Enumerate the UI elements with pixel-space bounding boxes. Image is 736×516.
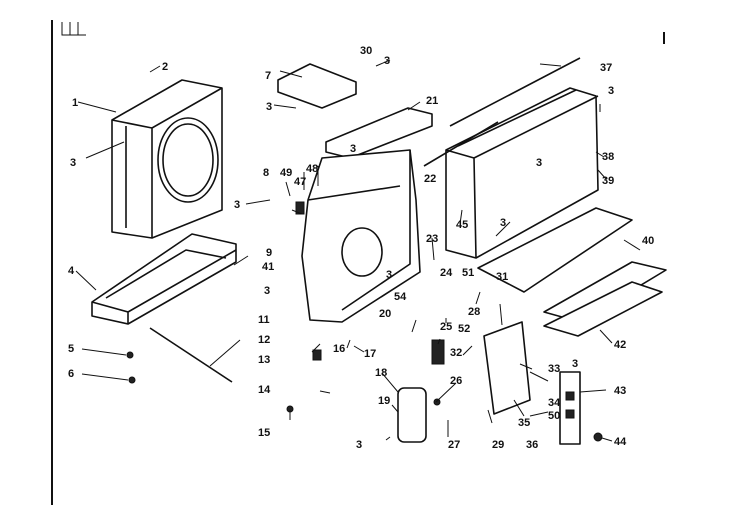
callout-28: 28: [468, 306, 480, 318]
callout-2: 2: [162, 61, 168, 73]
callout-7: 7: [265, 70, 271, 82]
callout-15: 15: [258, 427, 270, 439]
callout-33: 33: [548, 363, 560, 375]
control-knob-icon: [565, 409, 575, 419]
callout-47: 47: [294, 176, 306, 188]
callout-12: 12: [258, 334, 270, 346]
callout-37: 37: [600, 62, 612, 74]
callout-16: 16: [333, 343, 345, 355]
callout-52: 52: [458, 323, 470, 335]
part-fan-shroud: [111, 79, 223, 239]
part-bottom-panel: [477, 207, 633, 293]
callout-3: 3: [266, 101, 272, 113]
callout-4: 4: [68, 265, 75, 277]
screw-icon: [126, 351, 134, 359]
relay-icon: [431, 339, 445, 365]
part-side-rail-lower: [543, 281, 663, 337]
callout-3: 3: [350, 143, 356, 155]
part-control-panel: [559, 371, 581, 445]
part-rail: [449, 57, 581, 127]
callout-3: 3: [384, 55, 390, 67]
callout-11: 11: [258, 314, 270, 326]
callout-41: 41: [262, 261, 274, 273]
callout-3: 3: [572, 358, 578, 370]
part-rail-22: [423, 121, 499, 167]
callout-3: 3: [386, 269, 392, 281]
callout-3: 3: [608, 85, 614, 97]
callout-39: 39: [602, 175, 614, 187]
bracket-icon: [295, 201, 305, 215]
callout-35: 35: [518, 417, 530, 429]
callout-3: 3: [264, 285, 270, 297]
callout-44: 44: [614, 436, 627, 448]
callout-34: 34: [548, 397, 561, 409]
callout-20: 20: [379, 308, 391, 320]
callout-40: 40: [642, 235, 654, 247]
callout-3: 3: [70, 157, 76, 169]
part-top-bracket: [277, 63, 357, 109]
callout-5: 5: [68, 343, 74, 355]
callout-3: 3: [536, 157, 542, 169]
callout-38: 38: [602, 151, 614, 163]
callout-31: 31: [496, 271, 508, 283]
callout-19: 19: [378, 395, 390, 407]
callout-3: 3: [356, 439, 362, 451]
callout-21: 21: [426, 95, 438, 107]
callout-9: 9: [266, 247, 272, 259]
callout-18: 18: [375, 367, 387, 379]
part-top-cover: [325, 107, 433, 159]
callout-22: 22: [424, 173, 436, 185]
screw-icon: [433, 398, 441, 406]
callout-6: 6: [68, 368, 74, 380]
callout-50: 50: [548, 410, 560, 422]
callout-43: 43: [614, 385, 626, 397]
callout-49: 49: [280, 167, 292, 179]
screw-icon: [128, 376, 136, 384]
callout-1: 1: [72, 97, 78, 109]
callout-13: 13: [258, 354, 270, 366]
part-control-bracket: [483, 321, 531, 415]
control-knob-icon: [565, 391, 575, 401]
part-base-pan: [91, 233, 237, 325]
callout-27: 27: [448, 439, 460, 451]
callout-14: 14: [258, 384, 271, 396]
callout-17: 17: [364, 348, 376, 360]
callout-36: 36: [526, 439, 538, 451]
callout-24: 24: [440, 267, 453, 279]
callout-3: 3: [500, 217, 506, 229]
callout-29: 29: [492, 439, 504, 451]
part-cabinet: [445, 87, 599, 259]
part-shaft: [149, 327, 233, 383]
callout-45: 45: [456, 219, 468, 231]
callout-42: 42: [614, 339, 626, 351]
callout-25: 25: [440, 321, 452, 333]
callout-51: 51: [462, 267, 474, 279]
callout-32: 32: [450, 347, 462, 359]
nut-icon: [593, 432, 603, 442]
callout-8: 8: [263, 167, 269, 179]
part-capacitor: [397, 387, 427, 443]
corner-mark: [61, 22, 86, 36]
leader-lines: [75, 59, 641, 442]
callout-3: 3: [234, 199, 240, 211]
switch-icon: [312, 349, 322, 361]
callout-23: 23: [426, 233, 438, 245]
callout-54: 54: [394, 291, 407, 303]
callout-30: 30: [360, 45, 372, 57]
part-partition: [301, 149, 421, 323]
callout-26: 26: [450, 375, 462, 387]
callout-48: 48: [306, 163, 318, 175]
